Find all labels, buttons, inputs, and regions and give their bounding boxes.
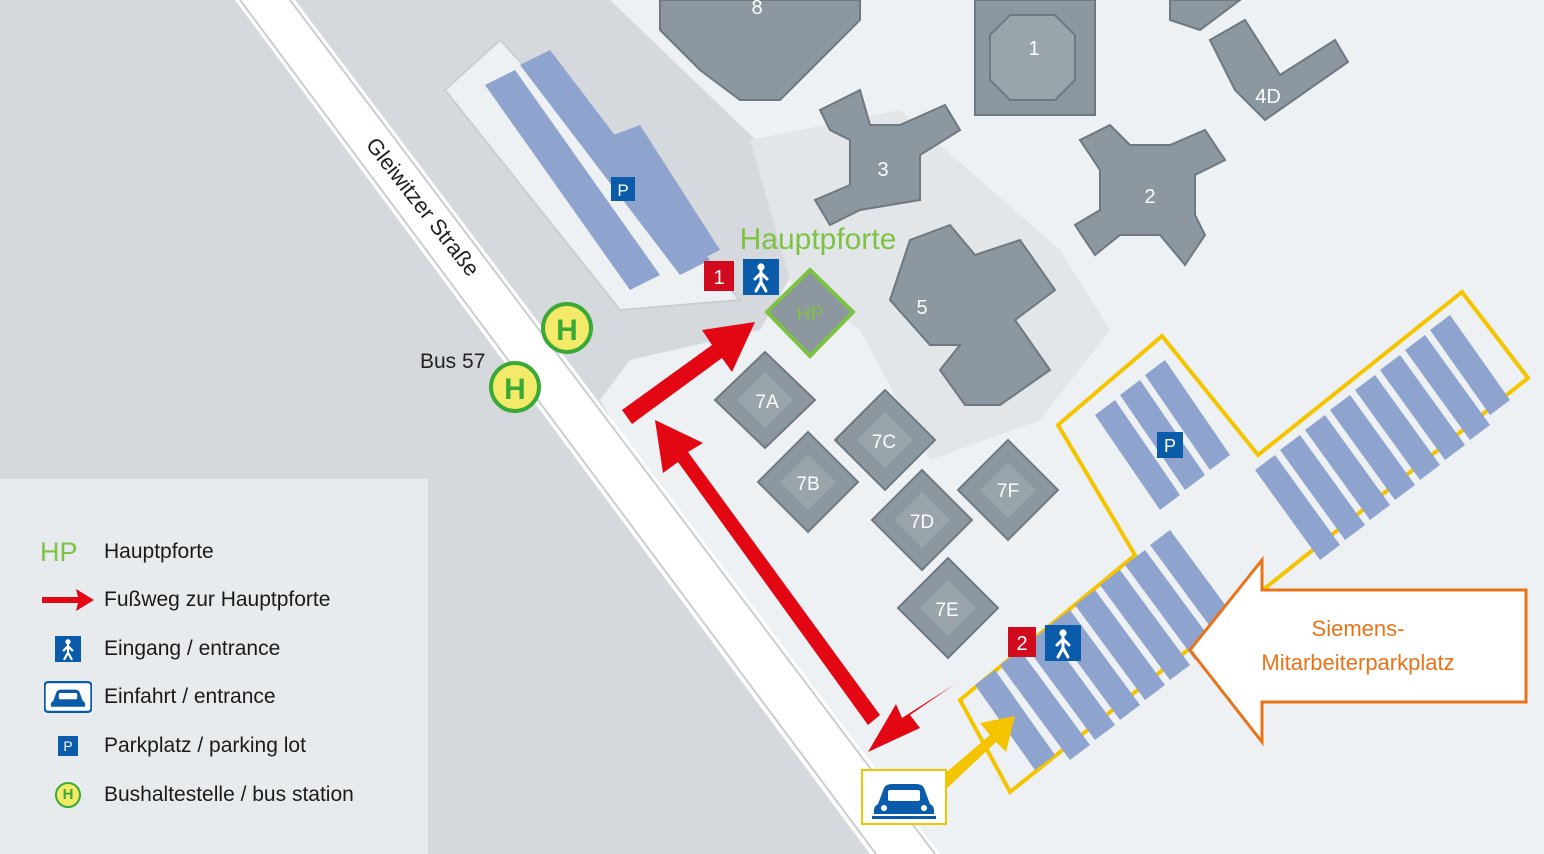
parking-badge-west: [611, 177, 635, 201]
building-7b: [756, 430, 860, 534]
building-7b-label: 7B: [796, 474, 819, 495]
main-gate-abbr: HP: [797, 304, 823, 325]
parking-lot-west: [443, 38, 743, 312]
legend: HP Hauptpforte Fußweg zur Hauptpforte Ei…: [0, 479, 428, 854]
parking-badge-west-label: P: [617, 181, 628, 200]
building-3-label: 3: [877, 159, 888, 181]
entrance-2-badge: [1008, 627, 1036, 657]
legend-hp-symbol: HP: [40, 534, 96, 570]
building-1: [974, 0, 1096, 116]
footpath-arrow-2: [655, 420, 880, 725]
building-7c-label: 7C: [872, 432, 896, 453]
building-4d-label: 4D: [1255, 86, 1281, 108]
street-gleiwitzer: [235, 0, 940, 854]
building-8: [659, 0, 861, 101]
building-5-label: 5: [916, 297, 927, 319]
parking-badge-employee: [1157, 432, 1183, 458]
bus-symbol-legend: H: [55, 782, 81, 808]
entrance-2-number: 2: [1016, 633, 1027, 655]
pedestrian-icon: [741, 257, 781, 297]
employee-parking-label-1: Siemens-: [1312, 616, 1405, 641]
building-7c: [833, 388, 937, 492]
building-7d-label: 7D: [910, 512, 934, 533]
bus-stop-icon-legend: H: [40, 777, 96, 813]
building-7f-label: 7F: [997, 481, 1019, 502]
building-5: [888, 223, 1057, 406]
building-8-label: 8: [751, 0, 762, 19]
building-1-label: 1: [1028, 38, 1039, 60]
legend-label-driveway: Einfahrt / entrance: [104, 685, 276, 708]
car-entrance-icon: [861, 769, 947, 825]
red-arrow-icon: [40, 582, 96, 618]
bus-stop-1: [541, 302, 593, 354]
main-gate: [764, 267, 856, 359]
bus-stop-2-symbol: H: [504, 373, 526, 406]
building-2: [1073, 123, 1227, 267]
parking-badge-employee-label: P: [1164, 436, 1176, 456]
legend-label-entrance: Eingang / entrance: [104, 637, 281, 660]
legend-label-bus: Bushaltestelle / bus station: [104, 783, 354, 806]
bus-stop-1-symbol: H: [556, 314, 578, 347]
employee-parking-callout: [1188, 555, 1528, 747]
street-label: Gleiwitzer Straße: [361, 133, 485, 281]
entrance-1-number: 1: [713, 267, 724, 289]
footpath-arrow-1: [622, 322, 755, 424]
building-7f: [956, 438, 1060, 542]
legend-label-footpath: Fußweg zur Hauptpforte: [104, 588, 331, 611]
car-arrow: [935, 716, 1015, 792]
parking-lot-employee: [957, 289, 1531, 796]
legend-label-parking: Parkplatz / parking lot: [104, 734, 306, 757]
building-2-label: 2: [1144, 186, 1155, 208]
legend-hp-text: HP: [40, 536, 78, 567]
main-gate-label: Hauptpforte: [740, 223, 897, 256]
building-7a: [713, 350, 817, 450]
bus-line-label: Bus 57: [420, 350, 485, 373]
building-7d: [870, 468, 974, 572]
footpath-arrow-3: [868, 682, 958, 752]
car-icon-legend: [40, 679, 96, 715]
building-7e-label: 7E: [935, 600, 958, 621]
entrance-1-badge: [704, 261, 734, 291]
pedestrian-icon-2: [1043, 623, 1083, 663]
parking-symbol-legend: P: [58, 736, 78, 756]
bus-stop-2: [489, 361, 541, 413]
building-7e: [896, 556, 1000, 660]
footpath-arrows: [622, 322, 958, 752]
building-4d: [1169, 0, 1350, 122]
building-7a-label: 7A: [755, 392, 779, 413]
building-3: [813, 88, 962, 227]
legend-label-main-gate: Hauptpforte: [104, 540, 214, 563]
parking-icon-legend: P: [40, 728, 96, 764]
employee-parking-label-2: Mitarbeiterparkplatz: [1261, 650, 1454, 675]
pedestrian-icon-legend: [40, 631, 96, 667]
